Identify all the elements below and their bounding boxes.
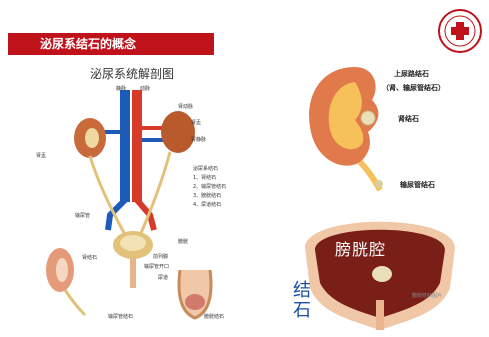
right-kidney-stone-label: 肾结石 xyxy=(398,115,419,123)
label-vein: 静脉 xyxy=(116,86,126,92)
label-renal-artery: 肾动脉 xyxy=(178,104,193,110)
stone-char-1: 结 xyxy=(293,281,311,301)
upper-tract-label: 上尿路结石 xyxy=(394,70,429,78)
label-bladder: 膀胱 xyxy=(178,239,188,245)
kidney-cross-section xyxy=(300,62,410,192)
label-renal-pelvis: 肾盂 xyxy=(191,120,201,126)
legend-item: 3、膀胱结石 xyxy=(193,193,233,199)
label-ureter-stone-bottom: 输尿管结石 xyxy=(108,314,133,320)
watermark: 膀胱结石图片 xyxy=(412,292,442,299)
label-kidney: 肾盂 xyxy=(36,153,46,159)
label-artery: 动脉 xyxy=(140,86,150,92)
stone-char-2: 石 xyxy=(293,301,311,321)
label-bladder-stone-bottom: 膀胱结石 xyxy=(204,314,224,320)
stone-legend: 泌尿系结石 1、肾结石 2、输尿管结石 3、膀胱结石 4、尿道结石 xyxy=(193,166,233,211)
legend-item: 1、肾结石 xyxy=(193,175,233,181)
upper-tract-sub: （肾、输尿管结石） xyxy=(382,84,445,92)
legend-item: 2、输尿管结石 xyxy=(193,184,233,190)
right-ureter-stone-label: 输尿管结石 xyxy=(400,181,435,189)
label-urethra: 尿道 xyxy=(158,275,168,281)
label-ureter: 输尿管 xyxy=(75,213,90,219)
label-kidney-stone-bottom: 肾结石 xyxy=(82,255,97,261)
label-urethra-opening: 输尿管开口 xyxy=(144,264,169,270)
label-renal-vein: 肾静脉 xyxy=(191,137,206,143)
hospital-logo xyxy=(437,8,483,54)
bladder-cavity-title: 膀胱腔 xyxy=(335,236,386,260)
legend-item: 4、尿道结石 xyxy=(193,202,233,208)
bladder-cross-section xyxy=(300,208,460,330)
label-prostate: 前列腺 xyxy=(153,254,168,260)
legend-title: 泌尿系结石 xyxy=(193,166,233,172)
slide-title: 泌尿系结石的概念 xyxy=(40,35,136,53)
